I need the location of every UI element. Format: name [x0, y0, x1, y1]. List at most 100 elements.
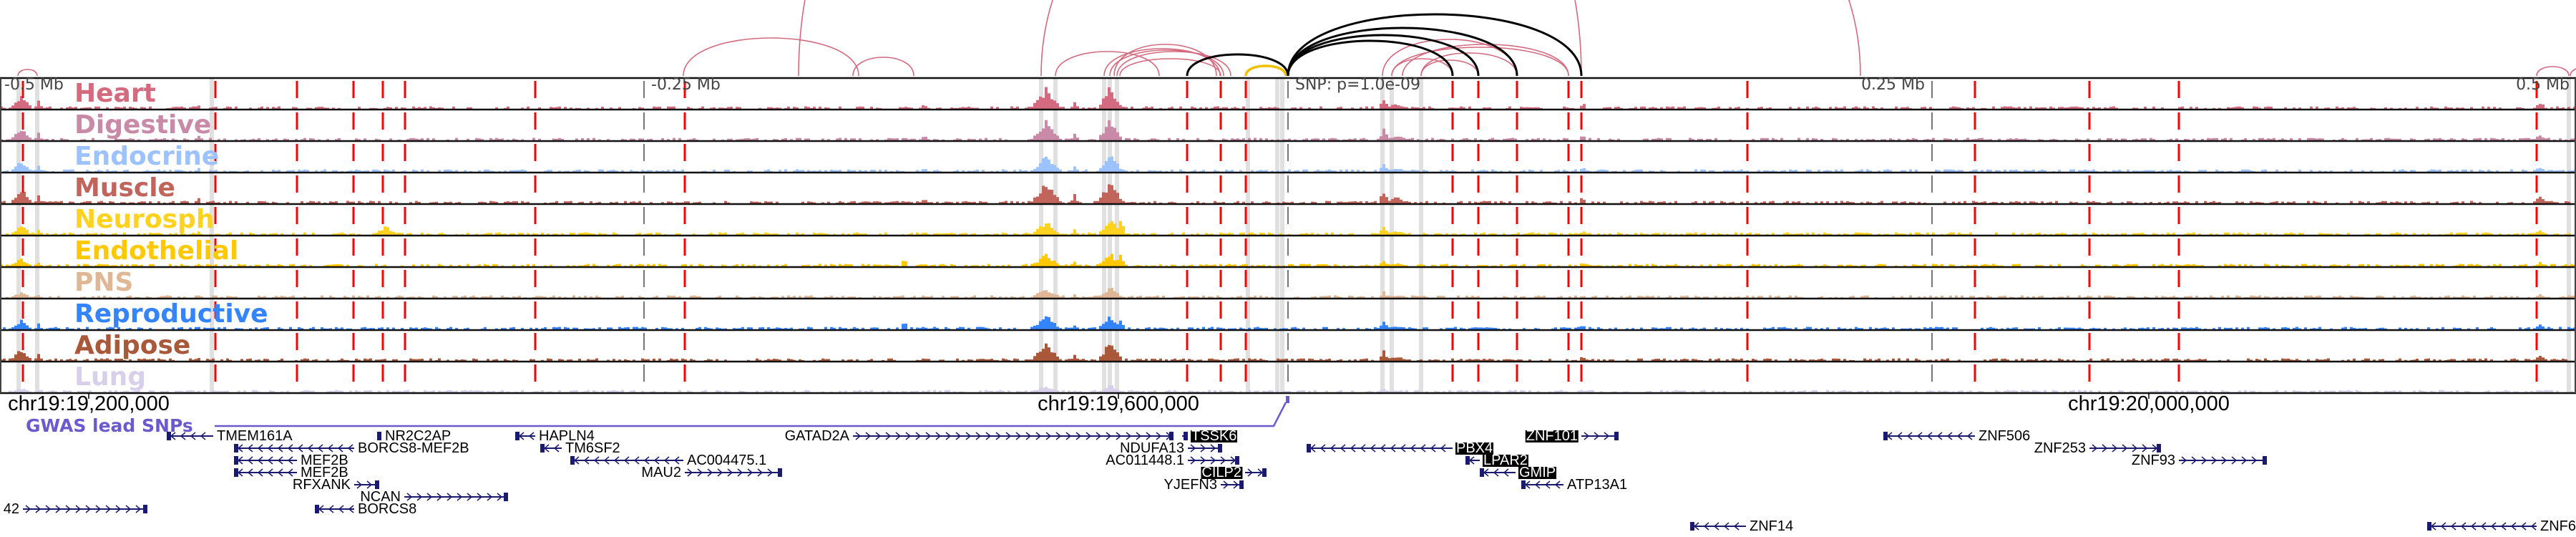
gene-label[interactable]: ATP13A1	[1567, 477, 1628, 493]
gene-model	[315, 505, 354, 513]
gene-model	[1581, 432, 1619, 440]
strand-forward-icon	[2181, 456, 2258, 465]
gene-model	[1188, 456, 1239, 465]
gene-label[interactable]: NCAN	[360, 489, 401, 505]
track-label-pns: PNS	[74, 268, 134, 297]
gwas-track	[215, 396, 1289, 427]
interaction-arcs	[17, 0, 2576, 77]
gene-label[interactable]: ZNF93	[2131, 453, 2175, 468]
gene-model	[1221, 480, 1244, 489]
gene-label[interactable]: ZNF6	[2540, 518, 2576, 534]
gene-label[interactable]: NR2C2AP	[385, 428, 452, 444]
contact-arc	[17, 69, 38, 77]
gene-exon	[778, 468, 782, 477]
contact-arc	[1420, 52, 1518, 77]
strand-forward-icon	[25, 505, 142, 513]
signal-endothelial	[0, 253, 2576, 266]
gene-model	[1465, 456, 1480, 465]
gene-model	[1188, 444, 1222, 453]
gene-label[interactable]: HAPLN4	[539, 428, 595, 444]
strand-forward-icon	[1190, 444, 1216, 453]
target-gene-arc	[1287, 39, 1454, 77]
gene-model	[404, 493, 508, 501]
gene-label[interactable]: GATAD2A	[784, 428, 849, 444]
gene-label[interactable]: TSSK6	[1191, 428, 1238, 444]
snp-lines	[21, 78, 2538, 393]
gene-label[interactable]: CILP2	[1201, 465, 1242, 480]
track-borders	[0, 77, 2576, 399]
coordinate-label: chr19:20,000,000	[2068, 392, 2230, 415]
gene-model	[1690, 522, 1746, 531]
gene-label[interactable]: ZNF253	[2034, 440, 2086, 456]
track-label-muscle: Muscle	[74, 173, 175, 203]
gene-exon	[1480, 468, 1484, 477]
gene-label[interactable]: MEF2B	[301, 453, 348, 468]
gene-exon	[2263, 456, 2267, 465]
gene-model	[1245, 468, 1267, 477]
gene-label[interactable]: YJEFN3	[1163, 477, 1217, 493]
snp-pvalue-label: SNP: p=1.0e-09	[1295, 76, 1420, 94]
strand-forward-icon	[2092, 444, 2158, 453]
strand-forward-icon	[356, 480, 373, 489]
track-label-endothelial: Endothelial	[74, 236, 239, 266]
gene-label[interactable]: LPAR2	[1483, 453, 1528, 468]
track-label-adipose: Adipose	[74, 331, 191, 360]
gene-label[interactable]: 42	[3, 501, 19, 517]
gene-label[interactable]: ZNF101	[1525, 428, 1579, 444]
gwas-track-label: GWAS lead SNPs	[26, 415, 193, 436]
gene-exon	[1614, 432, 1619, 440]
signal-digestive	[0, 120, 2576, 140]
gene-exon	[377, 432, 381, 440]
gene-label[interactable]: BORCS8	[358, 501, 417, 517]
gene-exon	[1883, 432, 1888, 440]
track-label-reproductive: Reproductive	[74, 299, 268, 329]
gene-exon	[2157, 444, 2161, 453]
signal-heart	[0, 87, 2576, 109]
strand-forward-icon	[1223, 480, 1239, 489]
target-gene-arc	[1287, 34, 1480, 77]
gene-label[interactable]: NDUFA13	[1119, 440, 1184, 456]
gene-label[interactable]: ZNF506	[1979, 428, 2031, 444]
signal-reproductive	[3, 316, 2576, 329]
gene-model	[2179, 456, 2267, 465]
axis-label-plus-quarter: 0.25 Mb	[1861, 76, 1925, 94]
gene-label[interactable]: PBX4	[1455, 440, 1494, 456]
strand-forward-icon	[1584, 432, 1610, 440]
strand-forward-icon	[687, 468, 774, 477]
gwas-snp-marker	[1286, 396, 1289, 403]
gene-track	[23, 432, 2537, 531]
gene-exon	[315, 505, 319, 513]
gene-label[interactable]: BORCS8-MEF2B	[358, 440, 469, 456]
contact-arc	[798, 0, 1582, 77]
gene-label[interactable]: MAU2	[641, 465, 681, 480]
gene-model	[1521, 480, 1563, 489]
contact-arc	[1116, 51, 1231, 77]
signal-pns	[6, 288, 2576, 298]
gene-exon	[1465, 456, 1470, 465]
gene-exon	[1690, 522, 1694, 531]
gene-exon	[234, 456, 238, 465]
contact-arc	[1113, 44, 1217, 77]
gene-model	[234, 456, 297, 465]
gene-model	[685, 468, 782, 477]
gene-label[interactable]: AC004475.1	[687, 453, 767, 468]
track-label-digestive: Digestive	[74, 110, 212, 140]
gene-model	[515, 432, 535, 440]
contact-arc	[1119, 58, 1221, 77]
gene-exon	[143, 505, 147, 513]
track-label-lung: Lung	[74, 362, 146, 392]
gene-model	[1182, 432, 1188, 440]
gene-label[interactable]: RFXANK	[292, 477, 351, 493]
track-label-neurosph: Neurosph	[74, 205, 215, 234]
snp-gene-arc	[1244, 64, 1287, 77]
axis-label-plus-half: 0.5 Mb	[2516, 76, 2570, 94]
gene-label[interactable]: TMEM161A	[217, 428, 293, 444]
gene-label[interactable]: MEF2B	[301, 465, 348, 480]
signal-tracks	[0, 87, 2576, 392]
gene-label[interactable]: AC011448.1	[1106, 453, 1184, 468]
gene-label[interactable]: TM6SF2	[565, 440, 620, 456]
gene-exon	[1184, 432, 1188, 440]
gene-label[interactable]: GMIP	[1518, 465, 1557, 480]
gene-label[interactable]: ZNF14	[1750, 518, 1794, 534]
